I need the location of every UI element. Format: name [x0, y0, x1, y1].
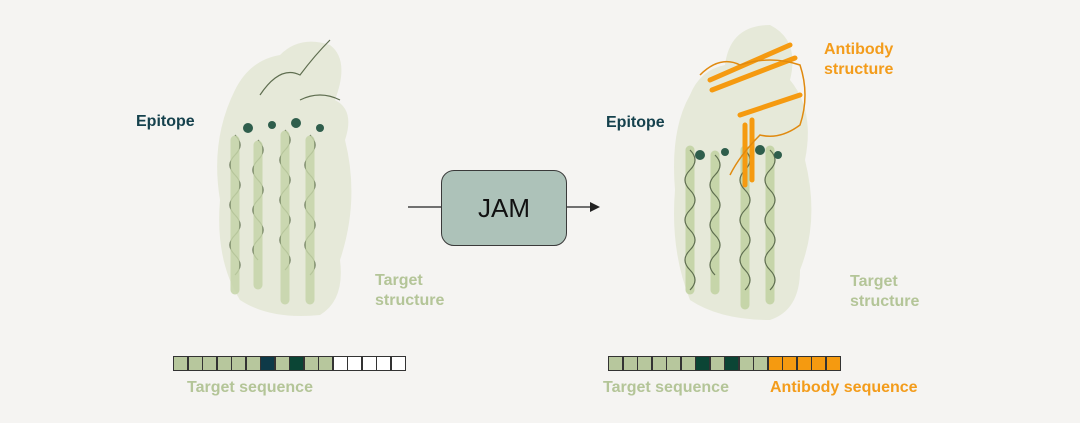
sequence-cell-target [319, 357, 332, 370]
sequence-cell-target [174, 357, 187, 370]
sequence-cell-empty [391, 357, 405, 370]
sequence-cell-target [754, 357, 767, 370]
target-sequence-bar [173, 356, 406, 371]
sequence-cell-target [232, 357, 245, 370]
sequence-cell-empty [377, 357, 390, 370]
sequence-cell-target [681, 357, 695, 370]
sequence-cell-antibody [826, 357, 840, 370]
sequence-cell-epitope-b [725, 357, 738, 370]
antibody-structure-label: Antibody structure [824, 41, 894, 78]
target-sequence-label-input: Target sequence [187, 379, 313, 396]
target-structure-label-input: Target structure [375, 272, 445, 309]
target-structure-label-output: Target structure [850, 273, 920, 310]
sequence-cell-antibody [768, 357, 782, 370]
sequence-cell-empty [333, 357, 347, 370]
sequence-cell-target [217, 357, 231, 370]
sequence-cell-target [304, 357, 318, 370]
sequence-cell-epitope-b [696, 357, 709, 370]
jam-model-block: JAM [441, 170, 567, 246]
sequence-cell-target [710, 357, 724, 370]
sequence-cell-antibody [812, 357, 825, 370]
target-antibody-sequence-bar [608, 356, 841, 371]
loop-top [259, 39, 341, 101]
epitope-label-output: Epitope [606, 114, 665, 131]
sequence-cell-target [609, 357, 622, 370]
target-protein-structure-input [217, 39, 352, 317]
sequence-cell-epitope-a [261, 357, 274, 370]
sequence-cell-target [638, 357, 651, 370]
sequence-cell-target [623, 357, 637, 370]
antibody-target-complex-output [674, 25, 812, 320]
sequence-cell-target [188, 357, 202, 370]
sequence-cell-antibody [797, 357, 811, 370]
sequence-cell-empty [362, 357, 376, 370]
target-sequence-label-output: Target sequence [603, 379, 729, 396]
sequence-cell-target [739, 357, 753, 370]
sequence-cell-epitope-b [290, 357, 303, 370]
antibody-sequence-label: Antibody sequence [770, 379, 918, 396]
sequence-cell-target [203, 357, 216, 370]
sequence-cell-target [652, 357, 666, 370]
epitope-label-input: Epitope [136, 113, 195, 130]
sequence-cell-empty [348, 357, 361, 370]
sequence-cell-target [246, 357, 260, 370]
arrowhead-icon [590, 202, 600, 212]
jam-label: JAM [478, 192, 530, 223]
sequence-cell-antibody [783, 357, 796, 370]
sequence-cell-target [275, 357, 289, 370]
sequence-cell-target [667, 357, 680, 370]
